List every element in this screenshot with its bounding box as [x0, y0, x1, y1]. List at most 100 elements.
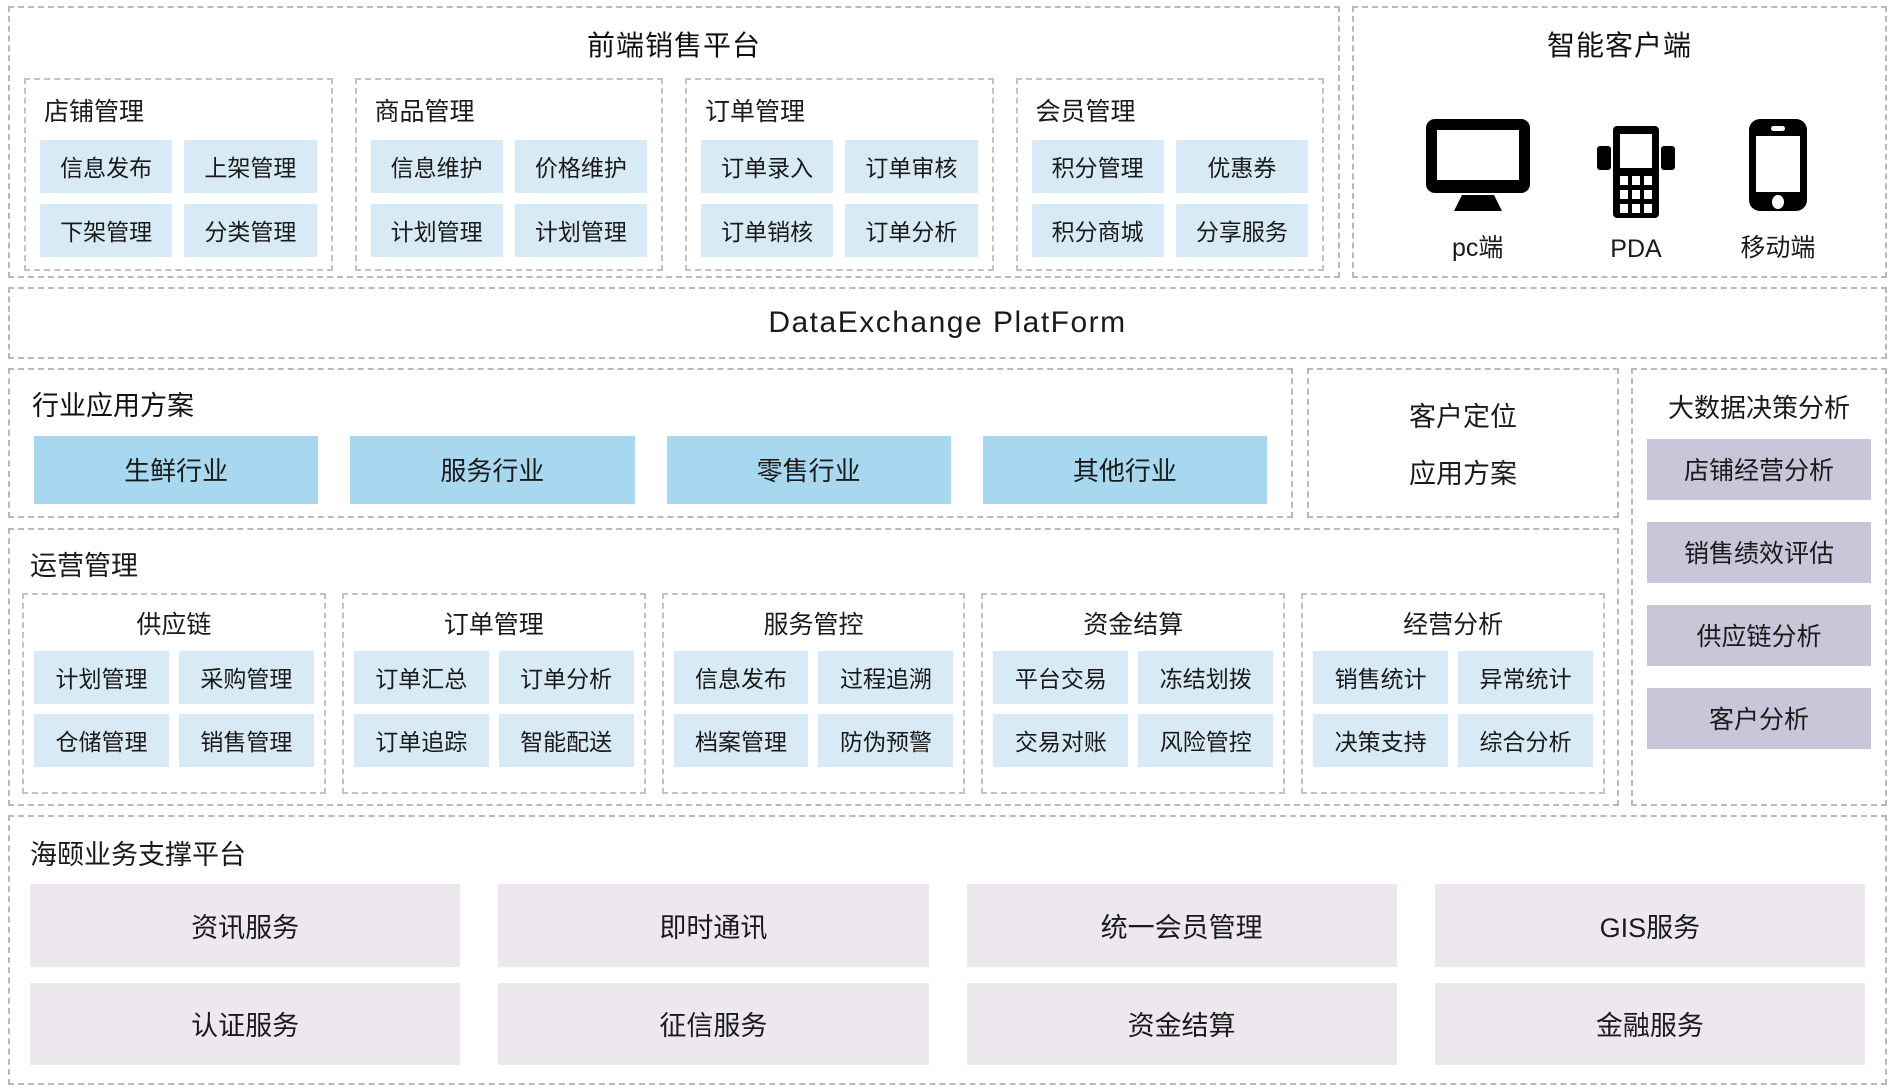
card-item[interactable]: 订单销核 — [701, 204, 834, 257]
card-title: 会员管理 — [1035, 98, 1136, 126]
bigdata-item-supply-chain[interactable]: 供应链分析 — [1647, 605, 1871, 666]
card-item[interactable]: 风险管控 — [1138, 714, 1274, 767]
client-device-pc[interactable]: pc端 — [1424, 117, 1532, 264]
frontend-sales-platform-panel: 前端销售平台 店铺管理 信息发布 上架管理 下架管理 分类管理 商品管理 信息维… — [8, 6, 1340, 278]
client-device-label: PDA — [1610, 235, 1662, 263]
support-item-gis-service[interactable]: GIS服务 — [1434, 884, 1865, 967]
card-item[interactable]: 采购管理 — [178, 651, 314, 704]
card-title: 服务管控 — [763, 611, 864, 639]
industry-item-other[interactable]: 其他行业 — [982, 435, 1267, 504]
operations-card-fund-settlement[interactable]: 资金结算 平台交易 冻结划拨 交易对账 风险管控 — [981, 593, 1286, 794]
operations-card-order-management[interactable]: 订单管理 订单汇总 订单分析 订单追踪 智能配送 — [341, 593, 646, 794]
industry-item-service[interactable]: 服务行业 — [350, 435, 635, 504]
client-device-mobile[interactable]: 移动端 — [1740, 117, 1815, 264]
card-item[interactable]: 订单审核 — [845, 140, 978, 193]
smart-client-title: 智能客户端 — [1546, 30, 1692, 61]
support-platform-title: 海颐业务支撑平台 — [30, 840, 246, 870]
monitor-icon — [1424, 117, 1532, 218]
frontend-card-list: 店铺管理 信息发布 上架管理 下架管理 分类管理 商品管理 信息维护 价格维护 … — [24, 78, 1324, 271]
support-item-fund-settlement[interactable]: 资金结算 — [966, 982, 1397, 1065]
card-item[interactable]: 档案管理 — [673, 714, 809, 767]
card-item[interactable]: 分类管理 — [184, 204, 317, 257]
card-item[interactable]: 分享服务 — [1175, 204, 1308, 257]
data-exchange-platform-bar: DataExchange PlatForm — [8, 287, 1887, 359]
client-device-list: pc端 — [1368, 78, 1871, 264]
industry-item-list: 生鲜行业 服务行业 零售行业 其他行业 — [22, 433, 1279, 506]
card-item[interactable]: 信息维护 — [370, 140, 503, 193]
card-item[interactable]: 价格维护 — [514, 140, 647, 193]
industry-item-fresh[interactable]: 生鲜行业 — [34, 435, 319, 504]
card-item[interactable]: 过程追溯 — [818, 651, 954, 704]
card-item[interactable]: 订单录入 — [701, 140, 834, 193]
card-item[interactable]: 销售统计 — [1313, 651, 1449, 704]
card-item[interactable]: 计划管理 — [34, 651, 169, 704]
client-device-label: 移动端 — [1740, 234, 1816, 262]
card-item[interactable]: 平台交易 — [993, 651, 1129, 704]
industry-and-customer-row: 行业应用方案 生鲜行业 服务行业 零售行业 其他行业 客户定位 应用方案 — [8, 368, 1619, 518]
card-item[interactable]: 交易对账 — [993, 714, 1129, 767]
support-item-financial-service[interactable]: 金融服务 — [1434, 982, 1865, 1065]
bigdata-item-sales-performance[interactable]: 销售绩效评估 — [1647, 522, 1871, 583]
bigdata-panel-title: 大数据决策分析 — [1667, 393, 1850, 423]
card-item[interactable]: 决策支持 — [1313, 714, 1449, 767]
frontend-card-product-management[interactable]: 商品管理 信息维护 价格维护 计划管理 计划管理 — [354, 78, 663, 271]
card-title: 经营分析 — [1403, 611, 1504, 639]
data-exchange-platform-title: DataExchange PlatForm — [768, 306, 1127, 339]
industry-solutions-panel: 行业应用方案 生鲜行业 服务行业 零售行业 其他行业 — [8, 368, 1293, 518]
card-item[interactable]: 智能配送 — [498, 714, 634, 767]
frontend-card-store-management[interactable]: 店铺管理 信息发布 上架管理 下架管理 分类管理 — [24, 78, 333, 271]
frontend-card-order-management[interactable]: 订单管理 订单录入 订单审核 订单销核 订单分析 — [685, 78, 994, 271]
customer-positioning-line1: 客户定位 — [1409, 402, 1517, 432]
operations-panel-title: 运营管理 — [30, 551, 138, 581]
bigdata-decision-analysis-panel: 大数据决策分析 店铺经营分析 销售绩效评估 供应链分析 客户分析 — [1631, 368, 1887, 806]
bigdata-item-store-operation[interactable]: 店铺经营分析 — [1647, 439, 1871, 500]
card-item[interactable]: 信息发布 — [673, 651, 809, 704]
card-item[interactable]: 订单汇总 — [353, 651, 489, 704]
support-item-instant-messaging[interactable]: 即时通讯 — [498, 884, 929, 967]
card-item[interactable]: 订单分析 — [845, 204, 978, 257]
card-title: 订单管理 — [705, 98, 806, 126]
industry-panel-title: 行业应用方案 — [32, 391, 194, 421]
operations-card-service-control[interactable]: 服务管控 信息发布 过程追溯 档案管理 防伪预警 — [661, 593, 966, 794]
card-item-grid: 信息维护 价格维护 计划管理 计划管理 — [370, 140, 647, 257]
card-item-grid: 订单汇总 订单分析 订单追踪 智能配送 — [353, 651, 634, 767]
card-item[interactable]: 防伪预警 — [818, 714, 954, 767]
card-item[interactable]: 订单分析 — [498, 651, 634, 704]
card-item[interactable]: 仓储管理 — [34, 714, 169, 767]
frontend-card-member-management[interactable]: 会员管理 积分管理 优惠券 积分商城 分享服务 — [1015, 78, 1324, 271]
card-item[interactable]: 上架管理 — [184, 140, 317, 193]
card-item[interactable]: 计划管理 — [370, 204, 503, 257]
card-item[interactable]: 计划管理 — [514, 204, 647, 257]
middle-row: 行业应用方案 生鲜行业 服务行业 零售行业 其他行业 客户定位 应用方案 运营管… — [8, 368, 1887, 806]
middle-left-column: 行业应用方案 生鲜行业 服务行业 零售行业 其他行业 客户定位 应用方案 运营管… — [8, 368, 1619, 806]
bigdata-item-list: 店铺经营分析 销售绩效评估 供应链分析 客户分析 — [1647, 439, 1871, 790]
card-item[interactable]: 冻结划拨 — [1138, 651, 1274, 704]
bigdata-item-customer[interactable]: 客户分析 — [1647, 688, 1871, 749]
card-item[interactable]: 销售管理 — [178, 714, 314, 767]
card-item[interactable]: 优惠券 — [1175, 140, 1308, 193]
card-item[interactable]: 积分管理 — [1031, 140, 1164, 193]
client-device-pda[interactable]: PDA — [1595, 124, 1677, 264]
support-item-credit-service[interactable]: 征信服务 — [498, 982, 929, 1065]
card-item-grid: 积分管理 优惠券 积分商城 分享服务 — [1031, 140, 1308, 257]
card-item[interactable]: 异常统计 — [1458, 651, 1593, 704]
support-item-unified-member-management[interactable]: 统一会员管理 — [966, 884, 1397, 967]
card-item[interactable]: 积分商城 — [1031, 204, 1164, 257]
support-item-information-service[interactable]: 资讯服务 — [30, 884, 461, 967]
card-title: 店铺管理 — [44, 98, 145, 126]
operations-card-list: 供应链 计划管理 采购管理 仓储管理 销售管理 订单管理 订单汇总 订单分析 — [22, 593, 1605, 794]
card-item[interactable]: 综合分析 — [1458, 714, 1593, 767]
operations-card-supply-chain[interactable]: 供应链 计划管理 采购管理 仓储管理 销售管理 — [22, 593, 326, 794]
card-item[interactable]: 下架管理 — [40, 204, 173, 257]
customer-positioning-panel[interactable]: 客户定位 应用方案 — [1307, 368, 1619, 518]
smart-client-panel: 智能客户端 pc端 — [1352, 6, 1887, 278]
card-item[interactable]: 信息发布 — [40, 140, 173, 193]
pda-icon — [1595, 124, 1677, 225]
operations-card-business-analysis[interactable]: 经营分析 销售统计 异常统计 决策支持 综合分析 — [1301, 593, 1605, 794]
support-item-authentication-service[interactable]: 认证服务 — [30, 982, 461, 1065]
industry-item-retail[interactable]: 零售行业 — [666, 435, 951, 504]
card-item[interactable]: 订单追踪 — [353, 714, 489, 767]
client-device-label: pc端 — [1451, 234, 1504, 262]
card-title: 供应链 — [136, 611, 212, 639]
